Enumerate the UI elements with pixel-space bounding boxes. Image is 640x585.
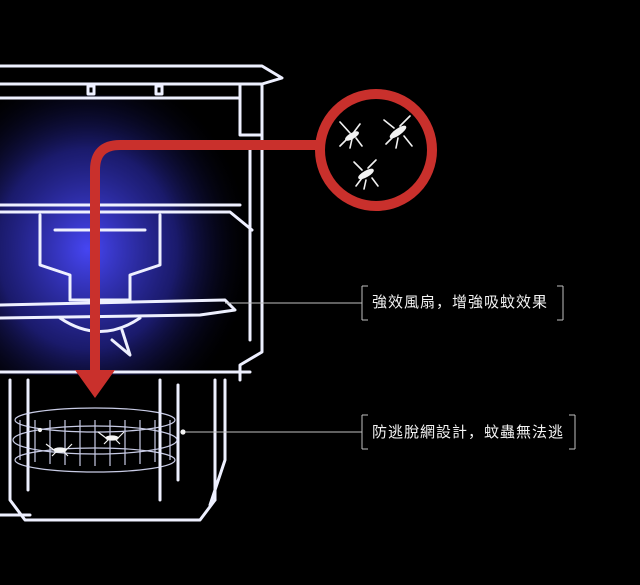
inner-glow: [0, 95, 250, 375]
trapped-mosquito-icon: [37, 427, 186, 457]
callout-line-fan: [225, 285, 564, 321]
anti-escape-net: [12, 407, 178, 473]
net-feature-label: 防逃脫網設計，蚊蟲無法逃: [372, 423, 565, 441]
airflow-arrow-icon: [75, 140, 335, 398]
fan-feature-label: 強效風扇，增強吸蚊效果: [372, 293, 549, 311]
mosquito-icon: [339, 115, 413, 190]
mosquito-zone: [315, 89, 437, 211]
callout-line-net: [185, 414, 576, 450]
machine-outline: [0, 64, 284, 522]
